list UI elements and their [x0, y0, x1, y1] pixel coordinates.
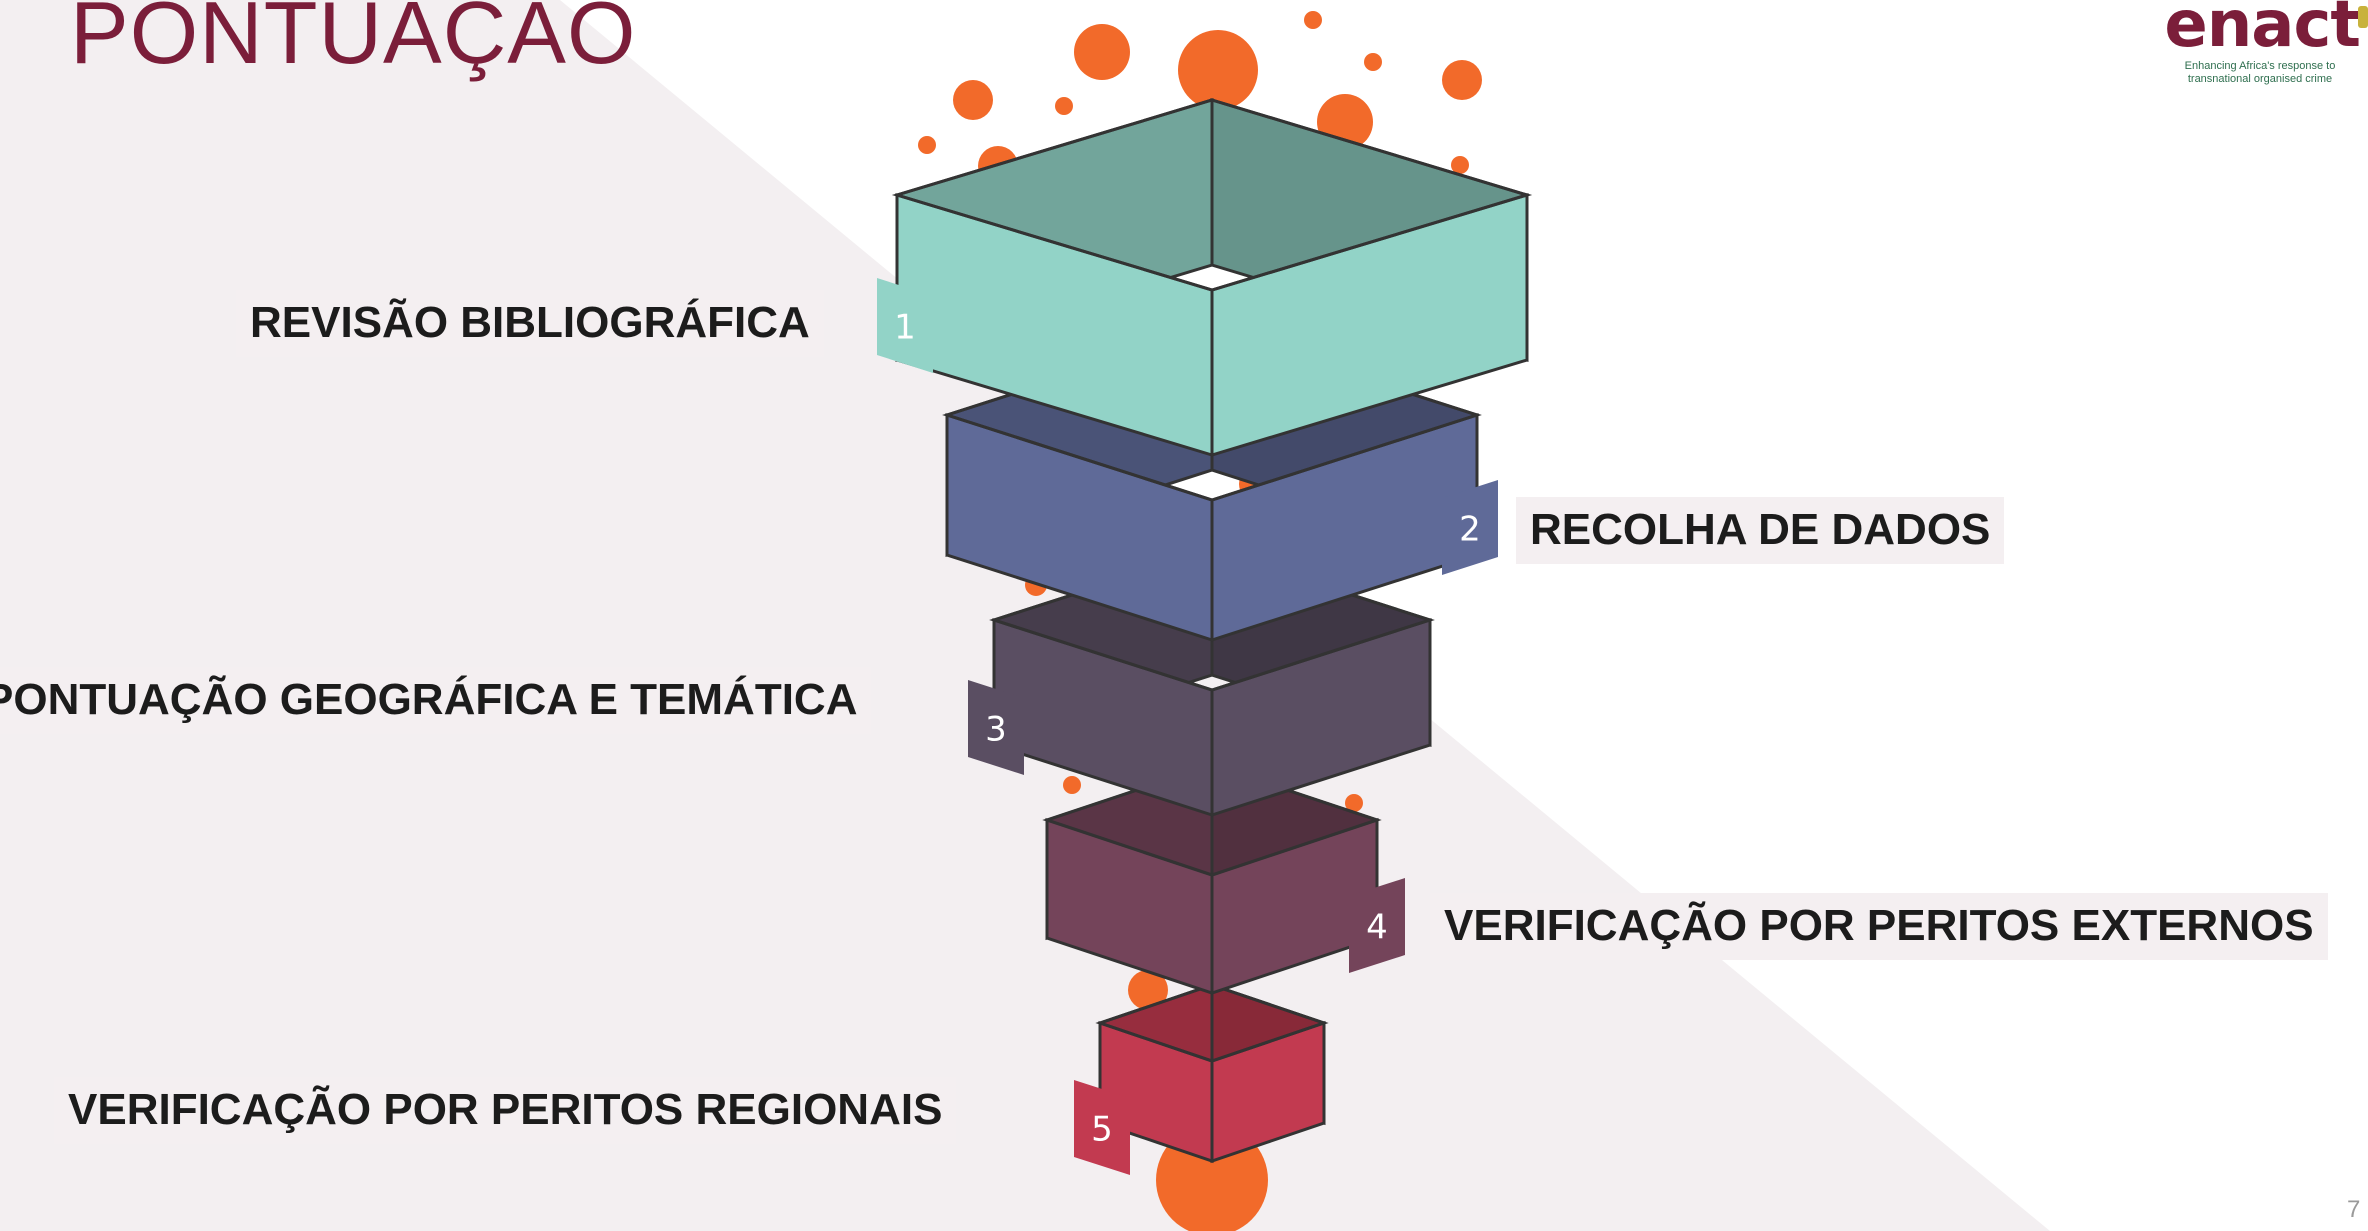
logo-tagline-line-1: Enhancing Africa's response to	[2184, 60, 2336, 72]
particle-33	[1128, 970, 1168, 1010]
step-3-number: 3	[985, 710, 1007, 750]
page-number: 7	[2347, 1196, 2361, 1223]
particle-1	[1178, 30, 1258, 110]
step-4-tab: 4	[1349, 878, 1405, 973]
particle-3	[1364, 53, 1382, 71]
step-5-number: 5	[1091, 1110, 1113, 1150]
logo-wordmark: enact	[2164, 0, 2361, 62]
funnel-box-1	[891, 97, 1533, 458]
page-title: PONTUAÇÃO	[70, 0, 637, 82]
step-number-tabs: 1 2 3 4 5	[877, 278, 1498, 1175]
step-4-number: 4	[1366, 908, 1388, 948]
logo-accent	[2358, 6, 2368, 28]
step-2-tab: 2	[1442, 480, 1498, 575]
funnel-boxes	[891, 97, 1533, 1164]
step-1-label: REVISÃO BIBLIOGRÁFICA	[236, 290, 824, 357]
enact-logo: enact Enhancing Africa's response to tra…	[2150, 0, 2368, 96]
funnel-box-5	[1095, 982, 1329, 1164]
step-2-number: 2	[1459, 510, 1481, 550]
funnel-box-4	[1042, 762, 1382, 996]
step-1-number: 1	[894, 308, 916, 348]
particle-5	[953, 80, 993, 120]
particle-32	[1345, 794, 1363, 812]
step-3-label: PONTUAÇÃO GEOGRÁFICA E TEMÁTICA	[0, 667, 872, 734]
particle-7	[918, 136, 936, 154]
logo-tagline: Enhancing Africa's response to transnati…	[2160, 60, 2360, 86]
particle-2	[1304, 11, 1322, 29]
particle-29	[1063, 776, 1081, 794]
particle-4	[1442, 60, 1482, 100]
step-5-tab: 5	[1074, 1080, 1130, 1175]
step-4-label: VERIFICAÇÃO POR PERITOS EXTERNOS	[1430, 893, 2328, 960]
particle-6	[1055, 97, 1073, 115]
step-5-label: VERIFICAÇÃO POR PERITOS REGIONAIS	[54, 1077, 957, 1144]
step-3-tab: 3	[968, 680, 1024, 775]
step-2-label: RECOLHA DE DADOS	[1516, 497, 2005, 564]
logo-tagline-line-2: transnational organised crime	[2187, 73, 2333, 85]
step-1-tab: 1	[877, 278, 933, 373]
particle-12	[1451, 156, 1469, 174]
particle-0	[1074, 24, 1130, 80]
